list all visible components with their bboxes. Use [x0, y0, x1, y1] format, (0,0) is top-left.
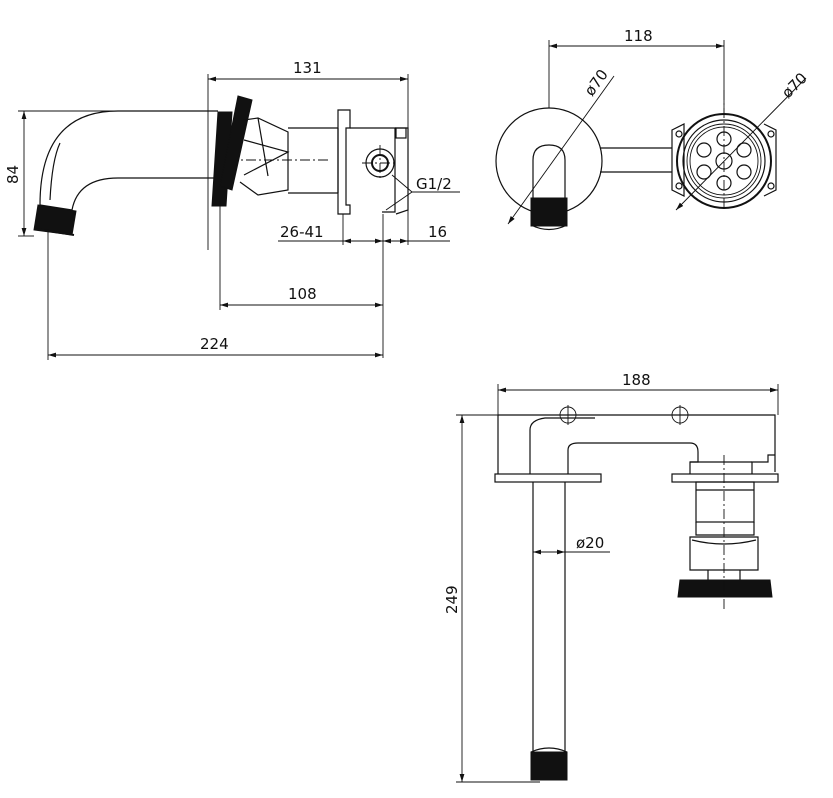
- dimension-26-41: 26-41: [278, 214, 384, 358]
- dimension-131: 131: [207, 59, 409, 250]
- dimension-dia20: ø20: [533, 534, 610, 555]
- dimension-188: 188: [497, 371, 779, 415]
- dimension-108-label: 108: [288, 285, 317, 303]
- thread-label: G1/2: [416, 175, 452, 193]
- dimension-dia20-label: ø20: [576, 534, 604, 552]
- top-view: [494, 405, 779, 781]
- dimension-dia70-right-label: ø70: [778, 69, 811, 102]
- dimension-26-41-label: 26-41: [280, 223, 324, 241]
- side-view: [33, 95, 409, 236]
- dimension-84: 84: [4, 110, 218, 237]
- dimension-249: 249: [443, 414, 540, 783]
- aerator-tip: [33, 204, 77, 236]
- dimension-249-label: 249: [443, 585, 461, 614]
- thread-callout: G1/2: [385, 174, 460, 211]
- front-view: [495, 90, 777, 231]
- dimension-224-label: 224: [200, 335, 229, 353]
- dimension-188-label: 188: [622, 371, 651, 389]
- dimension-108: 108: [219, 200, 383, 310]
- dimension-118-label: 118: [624, 27, 653, 45]
- dimension-16-label: 16: [428, 223, 447, 241]
- dimension-84-label: 84: [4, 165, 22, 184]
- dimension-224: 224: [47, 232, 383, 360]
- dimension-16: 16: [383, 210, 450, 245]
- dimension-dia70-left-label: ø70: [581, 66, 612, 99]
- dimension-131-label: 131: [293, 59, 322, 77]
- dimension-118: 118: [548, 27, 725, 114]
